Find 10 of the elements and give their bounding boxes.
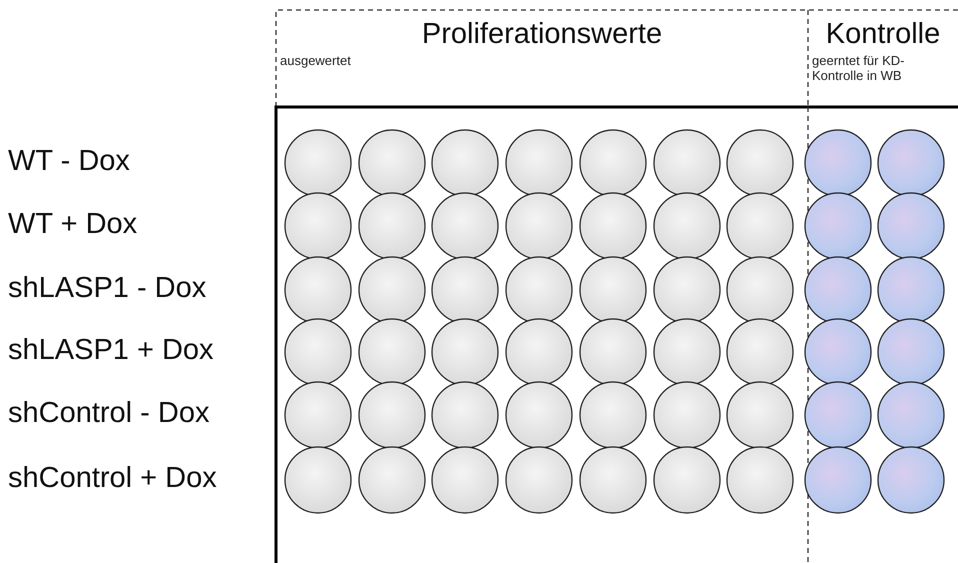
heading-note: ausgewertet (279, 53, 352, 68)
row-label: shLASP1 - Dox (8, 272, 206, 305)
row-label: shControl + Dox (8, 462, 217, 495)
column-heading: Proliferationswerte (420, 18, 664, 51)
row-label: shLASP1 + Dox (8, 334, 214, 367)
row-label: WT - Dox (8, 145, 130, 178)
column-heading: Kontrolle (824, 18, 942, 51)
row-label: WT + Dox (8, 208, 138, 241)
heading-note: geerntet für KD-Kontrolle in WB (811, 53, 906, 83)
row-label: shControl - Dox (8, 397, 210, 430)
